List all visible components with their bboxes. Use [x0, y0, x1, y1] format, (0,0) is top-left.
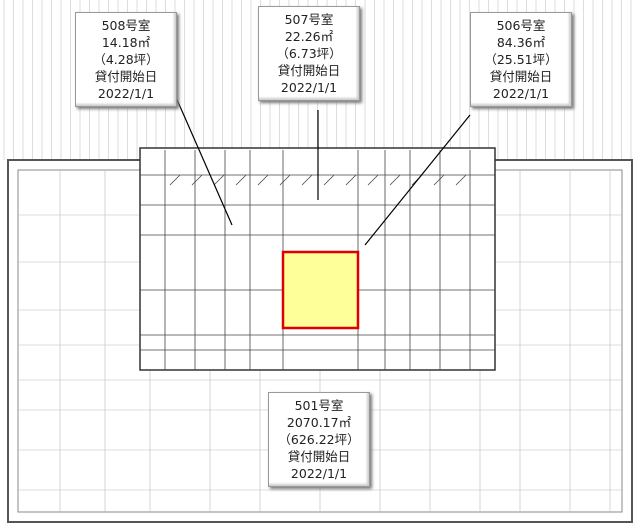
plan-line [257, 174, 269, 186]
room-number: 508号室 [101, 18, 151, 33]
room-tsubo: （25.51坪） [484, 52, 558, 67]
start-label: 貸付開始日 [94, 69, 158, 84]
plan-line [433, 174, 445, 186]
start-date: 2022/1/1 [492, 86, 550, 101]
start-date: 2022/1/1 [97, 86, 155, 101]
label-room-506: 506号室 84.36㎡ （25.51坪） 貸付開始日 2022/1/1 [470, 12, 572, 107]
start-date: 2022/1/1 [290, 466, 348, 481]
start-label: 貸付開始日 [277, 63, 341, 78]
plan-line [323, 174, 335, 186]
plan-line [169, 174, 181, 186]
room-number: 501号室 [294, 398, 344, 413]
room-number: 506号室 [496, 18, 546, 33]
plan-line [301, 174, 313, 186]
label-room-501: 501号室 2070.17㎡ （626.22坪） 貸付開始日 2022/1/1 [268, 392, 370, 487]
start-label: 貸付開始日 [489, 69, 553, 84]
room-area: 2070.17㎡ [286, 415, 352, 430]
room-area: 22.26㎡ [284, 29, 334, 44]
room-tsubo: （4.28坪） [93, 52, 159, 67]
room-area: 84.36㎡ [496, 35, 546, 50]
label-room-508: 508号室 14.18㎡ （4.28坪） 貸付開始日 2022/1/1 [75, 12, 177, 107]
plan-line [455, 174, 467, 186]
label-room-507: 507号室 22.26㎡ （6.73坪） 貸付開始日 2022/1/1 [258, 6, 360, 101]
room-tsubo: （626.22坪） [278, 432, 360, 447]
room-507-highlight [281, 250, 360, 330]
start-label: 貸付開始日 [287, 449, 351, 464]
plan-line [279, 174, 291, 186]
room-tsubo: （6.73坪） [276, 46, 342, 61]
plan-line [345, 174, 357, 186]
start-date: 2022/1/1 [280, 80, 338, 95]
plan-line [191, 174, 203, 186]
plan-line [389, 174, 401, 186]
plan-line [213, 174, 225, 186]
room-area: 14.18㎡ [101, 35, 151, 50]
room-number: 507号室 [284, 12, 334, 27]
plan-line [235, 174, 247, 186]
plan-line [367, 174, 379, 186]
